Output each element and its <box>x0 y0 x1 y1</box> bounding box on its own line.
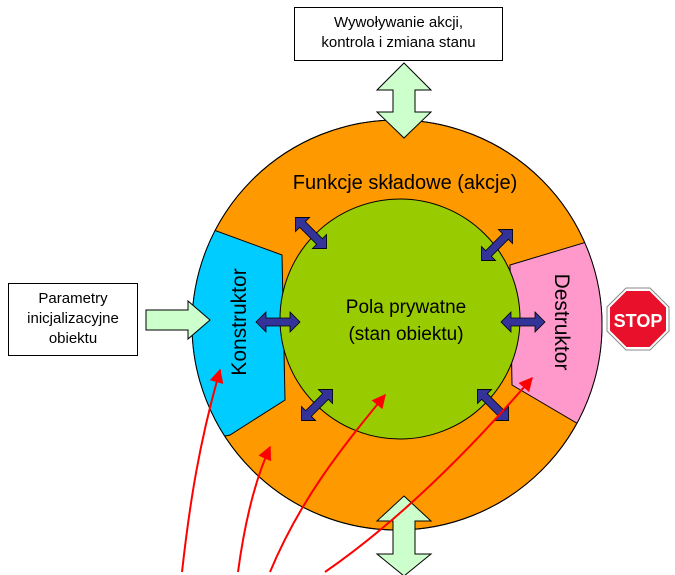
red-arrow-to-fields <box>269 393 386 573</box>
red-arrow-to-functions <box>237 445 272 573</box>
private-fields-label-line-2: (stan obiektu) <box>348 324 463 345</box>
right-small-arrow <box>500 311 546 333</box>
top-label-line-1: Wywoływanie akcji, <box>333 14 464 31</box>
destructor-label: Destruktor <box>550 274 573 371</box>
left-label-line-3: obiektu <box>48 330 98 347</box>
upper-left-small-arrow <box>295 217 327 249</box>
left-small-arrow <box>255 311 301 333</box>
red-arrow-to-constructor <box>181 368 224 573</box>
upper-right-small-arrow <box>481 229 513 261</box>
stop-sign-text: STOP <box>614 311 663 331</box>
constructor-segment <box>192 214 286 451</box>
top-double-arrow <box>375 62 433 139</box>
red-arrow-to-destructor <box>324 376 533 573</box>
left-label-line-1: Parametry <box>38 290 108 307</box>
stop-sign-icon: STOP <box>606 287 670 351</box>
left-label-box: Parametry inicjalizacyjne obiektu <box>8 283 138 356</box>
private-fields-label-line-1: Pola prywatne <box>346 297 466 318</box>
left-label-line-2: inicjalizacyjne <box>27 310 119 327</box>
bottom-double-arrow <box>375 495 433 575</box>
left-input-arrow <box>145 299 211 341</box>
member-functions-label: Funkcje składowe (akcje) <box>293 172 518 194</box>
lower-left-small-arrow <box>301 389 333 421</box>
destructor-segment <box>509 234 602 426</box>
top-label-box: Wywoływanie akcji, kontrola i zmiana sta… <box>294 7 503 61</box>
constructor-label: Konstruktor <box>228 268 251 375</box>
top-label-line-2: kontrola i zmiana stanu <box>321 34 476 51</box>
